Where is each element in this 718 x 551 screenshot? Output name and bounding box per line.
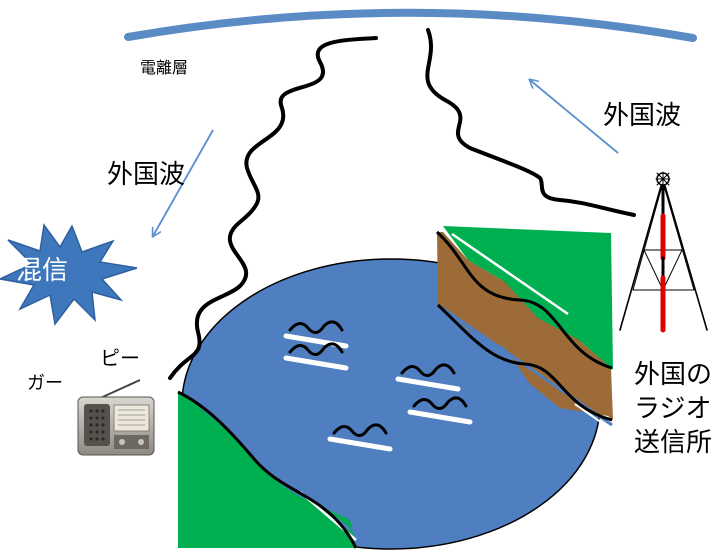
sea-waves — [283, 320, 473, 452]
station-label-line-2: ラジオ — [634, 394, 712, 424]
radio-icon — [77, 379, 155, 456]
beep-sound-label: ピー — [100, 346, 140, 370]
coast-right — [435, 226, 613, 431]
station-label-line-3: 送信所 — [634, 428, 713, 458]
radio-wave-downward — [168, 36, 378, 380]
ionosphere-layer — [124, 8, 697, 42]
station-label-line-1: 外国の — [634, 360, 713, 390]
static-sound-label: ガー — [27, 373, 63, 394]
foreign-wave-arrow-left — [153, 129, 214, 236]
foreign-wave-arrow-right — [530, 80, 619, 154]
foreign-wave-label-right: 外国波 — [603, 101, 682, 131]
interference-label: 混信 — [16, 256, 69, 286]
coast-left — [177, 390, 358, 549]
foreign-station-label: 外国の ラジオ 送信所 — [634, 358, 712, 460]
ionosphere-label: 電離層 — [140, 58, 189, 77]
antenna-tower-icon — [619, 171, 708, 333]
radio-wave-upward — [425, 28, 636, 217]
foreign-wave-label-left: 外国波 — [107, 160, 186, 190]
explosion-burst-icon — [0, 223, 138, 326]
